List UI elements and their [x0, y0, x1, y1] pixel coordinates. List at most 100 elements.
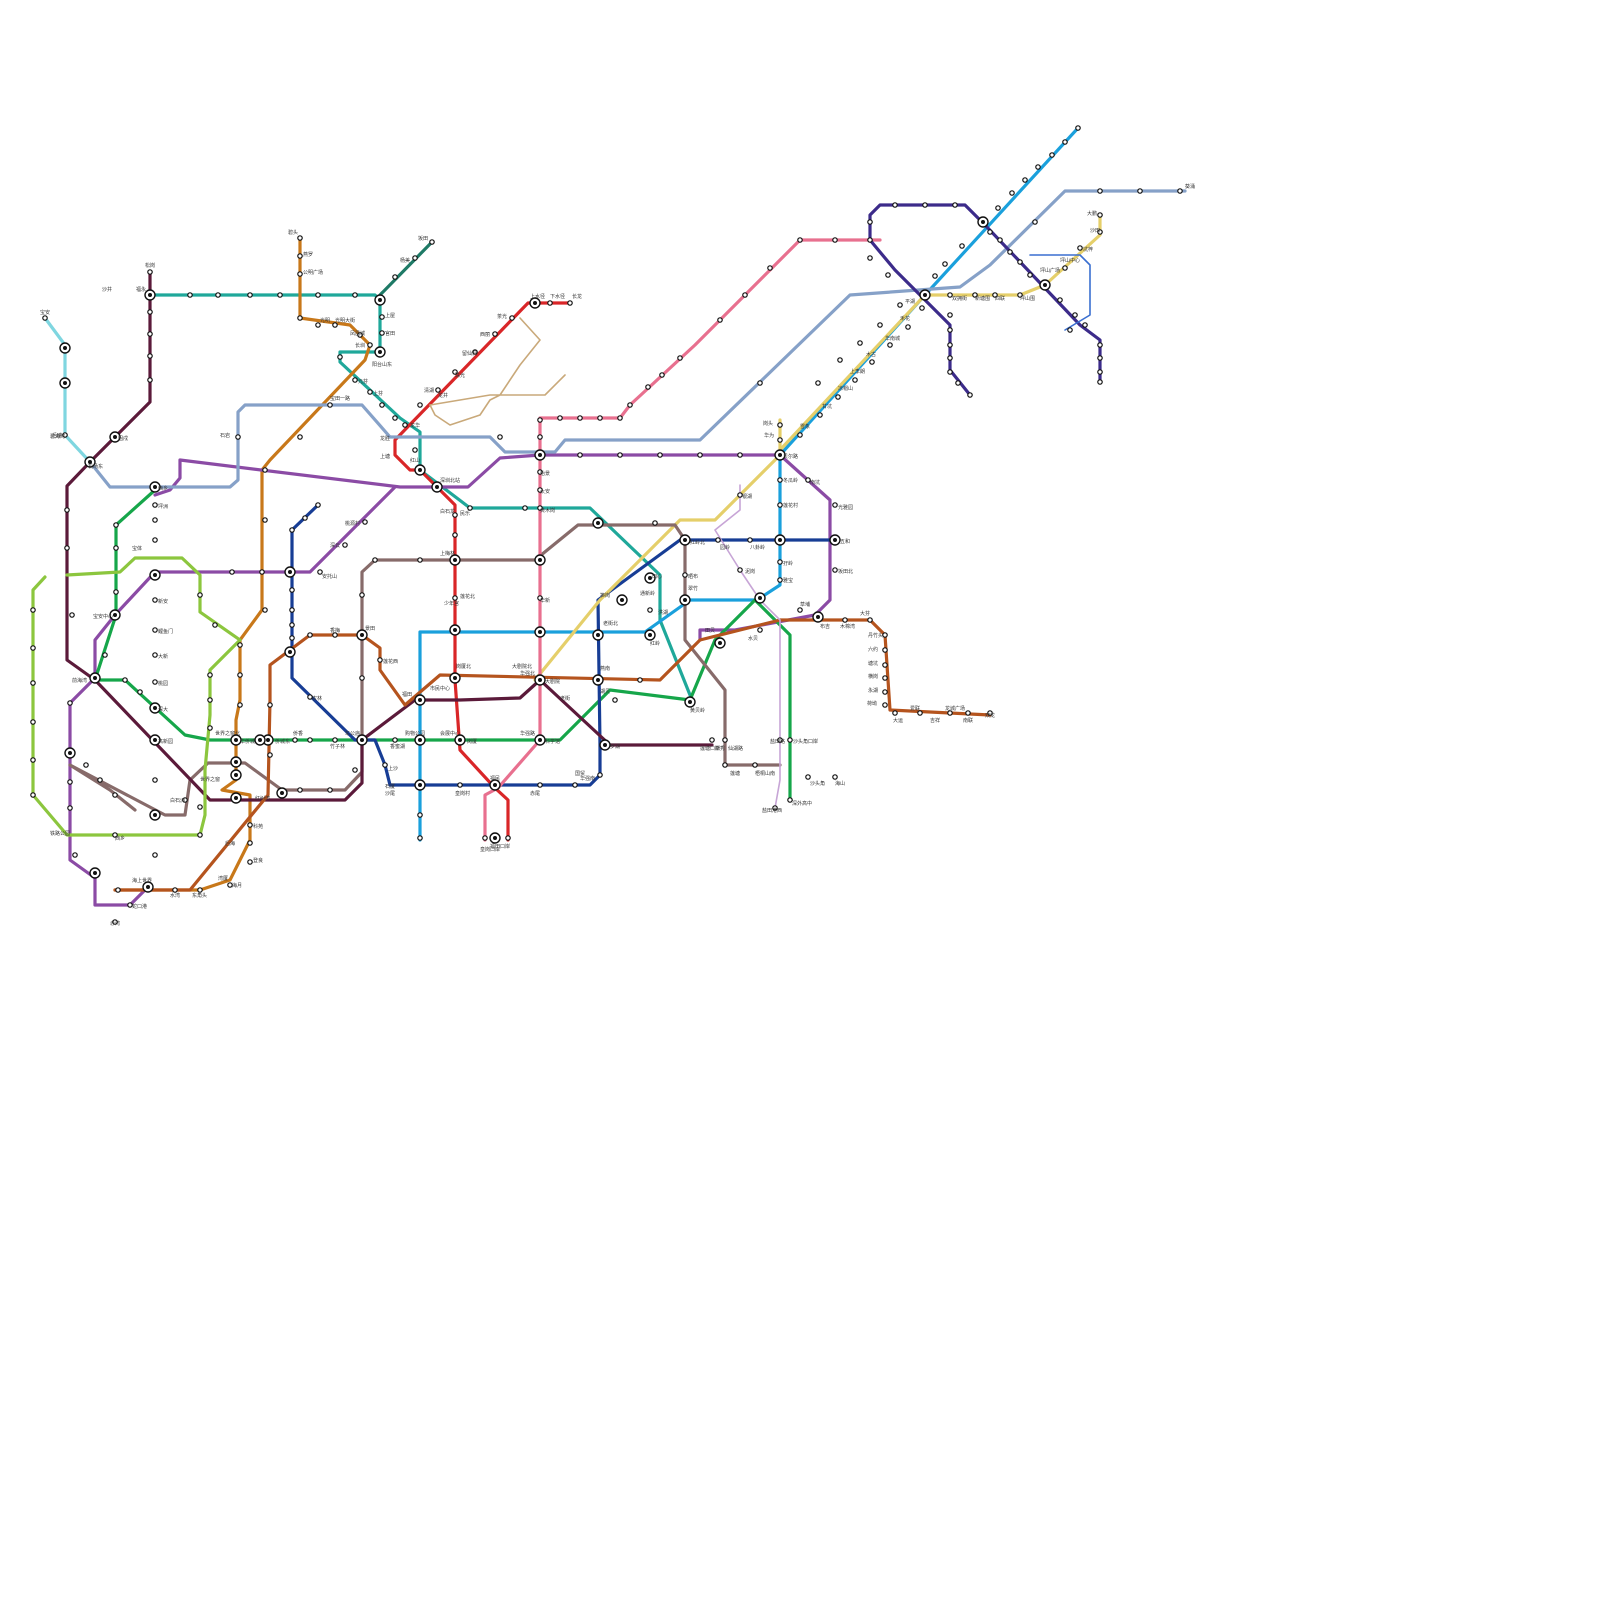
transfer-station[interactable]	[374, 346, 386, 358]
transfer-station[interactable]	[431, 481, 443, 493]
transfer-station[interactable]	[230, 756, 242, 768]
station-label: 黄木岗	[540, 507, 555, 514]
transfer-station[interactable]	[64, 747, 76, 759]
station-label: 坪山围	[1020, 295, 1035, 302]
transfer-station[interactable]	[149, 702, 161, 714]
station-label: 宝体	[132, 545, 142, 552]
transfer-station[interactable]	[489, 832, 501, 844]
station-label: 深外高中	[792, 800, 812, 807]
transfer-station[interactable]	[754, 592, 766, 604]
station-label: 铁路公园	[50, 830, 70, 837]
transfer-station[interactable]	[414, 464, 426, 476]
transfer-station[interactable]	[774, 534, 786, 546]
station-label: 光明	[320, 317, 330, 324]
station-label: 湾厦	[218, 875, 228, 882]
line-11-path	[65, 270, 714, 802]
transfer-station[interactable]	[356, 734, 368, 746]
station-label: 莲花北	[460, 593, 475, 600]
transfer-station[interactable]	[276, 787, 288, 799]
regular-stations[interactable]	[30, 125, 1183, 925]
station-label: 西丽	[480, 332, 490, 338]
transfer-station[interactable]	[59, 377, 71, 389]
station-label: 燕南	[600, 665, 610, 672]
transfer-station[interactable]	[254, 734, 266, 746]
transfer-station[interactable]	[684, 696, 696, 708]
station-label: 红岭北	[690, 539, 705, 546]
transfer-station[interactable]	[144, 289, 156, 301]
transfer-station[interactable]	[592, 674, 604, 686]
transfer-station[interactable]	[977, 216, 989, 228]
station-label: 南联	[963, 717, 973, 724]
station-label: 国贸	[575, 770, 585, 777]
transfer-station[interactable]	[149, 569, 161, 581]
transfer-station[interactable]	[534, 626, 546, 638]
station-label: 大剧院	[545, 678, 560, 685]
station-label: 雅宝	[783, 577, 793, 584]
station-label: 大运	[893, 717, 903, 724]
transfer-station[interactable]	[534, 674, 546, 686]
transfer-station[interactable]	[534, 554, 546, 566]
transfer-station[interactable]	[714, 637, 726, 649]
station-label: 荷坳	[867, 700, 877, 707]
station-label: 仙湖路	[728, 745, 743, 752]
transfer-station[interactable]	[534, 449, 546, 461]
transfer-station[interactable]	[109, 431, 121, 443]
station-label: 杨美	[400, 257, 410, 264]
station-label: 盐田港西	[762, 807, 782, 814]
transfer-station[interactable]	[644, 572, 656, 584]
transfer-station[interactable]	[592, 517, 604, 529]
transfer-station[interactable]	[84, 456, 96, 468]
station-label: 上芬	[373, 390, 383, 397]
transfer-station[interactable]	[774, 449, 786, 461]
transfer-station[interactable]	[679, 594, 691, 606]
station-label: 翠竹	[688, 585, 698, 592]
transfer-station[interactable]	[89, 867, 101, 879]
transfer-station[interactable]	[142, 881, 154, 893]
transfer-station[interactable]	[919, 289, 931, 301]
station-label: 龙胜	[380, 435, 390, 442]
transfer-station[interactable]	[284, 566, 296, 578]
station-label: 上塘	[380, 453, 390, 460]
transfer-station[interactable]	[489, 779, 501, 791]
transfer-station[interactable]	[449, 672, 461, 684]
station-label: 石厦	[385, 784, 395, 790]
station-label: 沙田	[1090, 228, 1100, 234]
station-label: 老街	[560, 695, 570, 702]
transfer-station[interactable]	[230, 734, 242, 746]
transfer-station[interactable]	[149, 481, 161, 493]
transfer-station[interactable]	[230, 769, 242, 781]
transfer-station[interactable]	[414, 779, 426, 791]
transfer-station[interactable]	[414, 734, 426, 746]
station-label: 白石洲	[170, 797, 185, 804]
transfer-station[interactable]	[1039, 279, 1051, 291]
transfer-station[interactable]	[454, 734, 466, 746]
transfer-station[interactable]	[284, 646, 296, 658]
transfer-station[interactable]	[230, 792, 242, 804]
transfer-station[interactable]	[449, 554, 461, 566]
transfer-station[interactable]	[356, 629, 368, 641]
station-label: 坂田	[418, 235, 428, 242]
station-label: 上梅林	[440, 550, 455, 557]
transfer-station[interactable]	[599, 739, 611, 751]
transfer-station[interactable]	[89, 672, 101, 684]
station-label: 莲花西	[383, 658, 398, 665]
transfer-station[interactable]	[616, 594, 628, 606]
transfer-station[interactable]	[644, 629, 656, 641]
transfer-station[interactable]	[109, 609, 121, 621]
transfer-station[interactable]	[534, 734, 546, 746]
transfer-station[interactable]	[812, 611, 824, 623]
transfer-station[interactable]	[829, 534, 841, 546]
transfer-station[interactable]	[529, 297, 541, 309]
station-label: 永湖	[868, 687, 878, 694]
station-label: 深云	[330, 542, 340, 549]
transfer-station[interactable]	[414, 694, 426, 706]
transfer-station[interactable]	[59, 342, 71, 354]
transfer-station[interactable]	[592, 629, 604, 641]
transfer-station[interactable]	[449, 624, 461, 636]
transfer-station[interactable]	[679, 534, 691, 546]
line-G-path	[31, 556, 242, 837]
transfer-station[interactable]	[149, 734, 161, 746]
station-label: 塘坑	[868, 660, 878, 667]
transfer-station[interactable]	[374, 294, 386, 306]
transfer-station[interactable]	[149, 809, 161, 821]
